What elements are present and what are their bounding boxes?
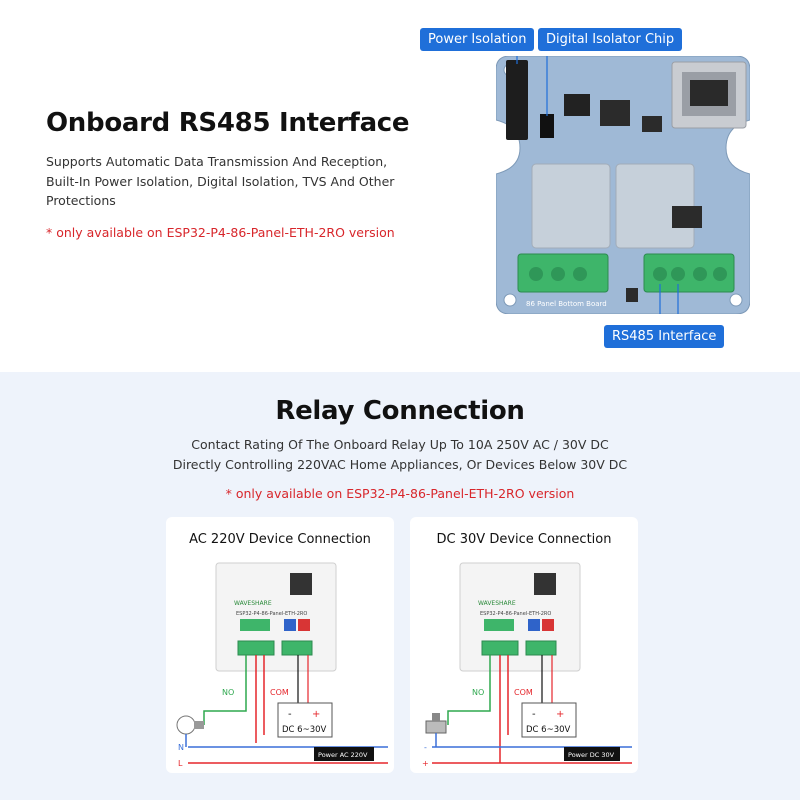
line-b-label: L xyxy=(178,759,183,768)
line-a-label: N xyxy=(178,743,184,752)
power-label: Power AC 220V xyxy=(318,751,368,759)
rs485-title: Onboard RS485 Interface xyxy=(46,108,410,138)
power-isolation-module xyxy=(506,60,528,140)
supply-plus: + xyxy=(556,709,564,720)
digital-isolator-callout: Digital Isolator Chip xyxy=(538,28,683,51)
rs485-terminal-block xyxy=(643,253,735,293)
supply-minus: - xyxy=(532,709,536,720)
card-title: AC 220V Device Connection xyxy=(189,532,371,547)
ac-wiring-diagram: WAVESHARE ESP32-P4-86-Panel-ETH-2RO - + … xyxy=(176,562,388,768)
line-a-label: - xyxy=(424,743,427,752)
model-text: ESP32-P4-86-Panel-ETH-2RO xyxy=(480,611,551,617)
supply-label: DC 6~30V xyxy=(282,725,327,735)
power-label: Power DC 30V xyxy=(568,751,615,759)
no-label: NO xyxy=(472,688,484,697)
supply-plus: + xyxy=(312,709,320,720)
card-title: DC 30V Device Connection xyxy=(436,532,612,547)
rs485-description: Supports Automatic Data Transmission And… xyxy=(46,154,395,208)
board-label: 86 Panel Bottom Board xyxy=(526,300,607,308)
bottom-board-illustration: 86 Panel Bottom Board xyxy=(496,56,750,314)
isolator-chip xyxy=(540,114,554,138)
relay-use-line: Directly Controlling 220VAC Home Applian… xyxy=(172,457,628,472)
dc-connection-card: DC 30V Device Connection WAVESHARE ESP32… xyxy=(410,517,638,773)
no-label: NO xyxy=(222,688,234,697)
relay-rating-line: Contact Rating Of The Onboard Relay Up T… xyxy=(191,437,609,452)
line-b-label: + xyxy=(422,759,429,768)
com-label: COM xyxy=(270,688,289,697)
dc-wiring-diagram: WAVESHARE ESP32-P4-86-Panel-ETH-2RO - + … xyxy=(422,562,632,768)
ac-connection-card: AC 220V Device Connection WAVESHARE ESP3… xyxy=(166,517,394,773)
relay-version-note: * only available on ESP32-P4-86-Panel-ET… xyxy=(225,486,575,501)
relay-title: Relay Connection xyxy=(275,396,525,426)
supply-label: DC 6~30V xyxy=(526,725,571,735)
model-text: ESP32-P4-86-Panel-ETH-2RO xyxy=(236,611,307,617)
com-label: COM xyxy=(514,688,533,697)
relay-section xyxy=(0,372,800,800)
rs485-interface-callout: RS485 Interface xyxy=(604,325,725,348)
brand-text: WAVESHARE xyxy=(234,600,272,607)
supply-minus: - xyxy=(288,709,292,720)
rs485-version-note: * only available on ESP32-P4-86-Panel-ET… xyxy=(46,225,395,240)
brand-text: WAVESHARE xyxy=(478,600,516,607)
power-isolation-callout: Power Isolation xyxy=(420,28,535,51)
